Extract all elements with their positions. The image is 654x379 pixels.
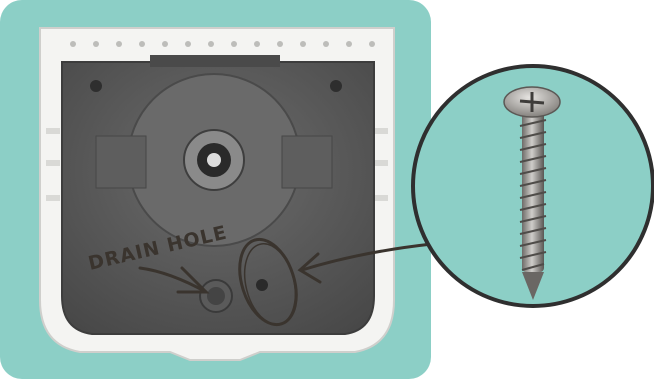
drain-hole: [200, 280, 232, 312]
